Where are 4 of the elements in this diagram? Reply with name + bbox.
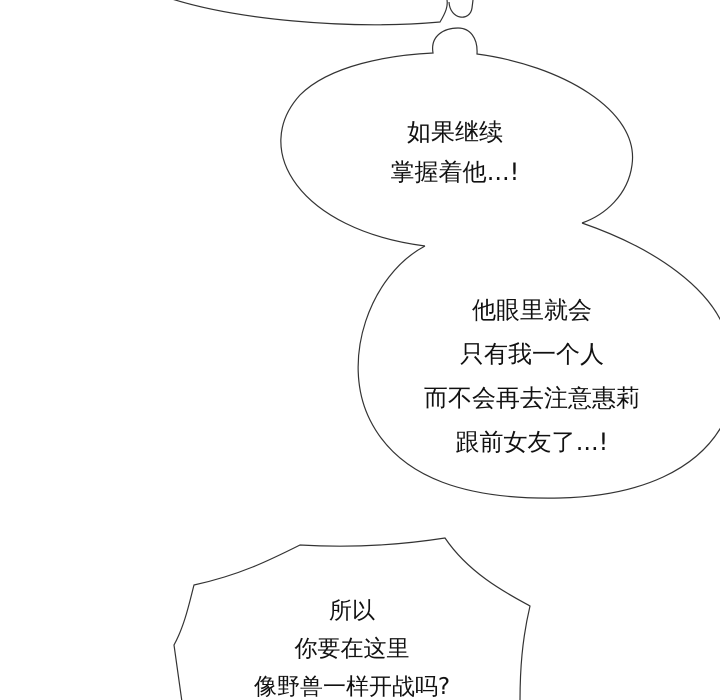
speech-text: 所以你要在这里像野兽一样开战吗? xyxy=(254,597,450,700)
speech-text: 他眼里就会只有我一个人而不会再去注意惠莉跟前女友了...! xyxy=(424,295,640,458)
speech-text: 如果继续掌握着他...! xyxy=(390,117,520,188)
speech-bubble xyxy=(172,536,532,700)
